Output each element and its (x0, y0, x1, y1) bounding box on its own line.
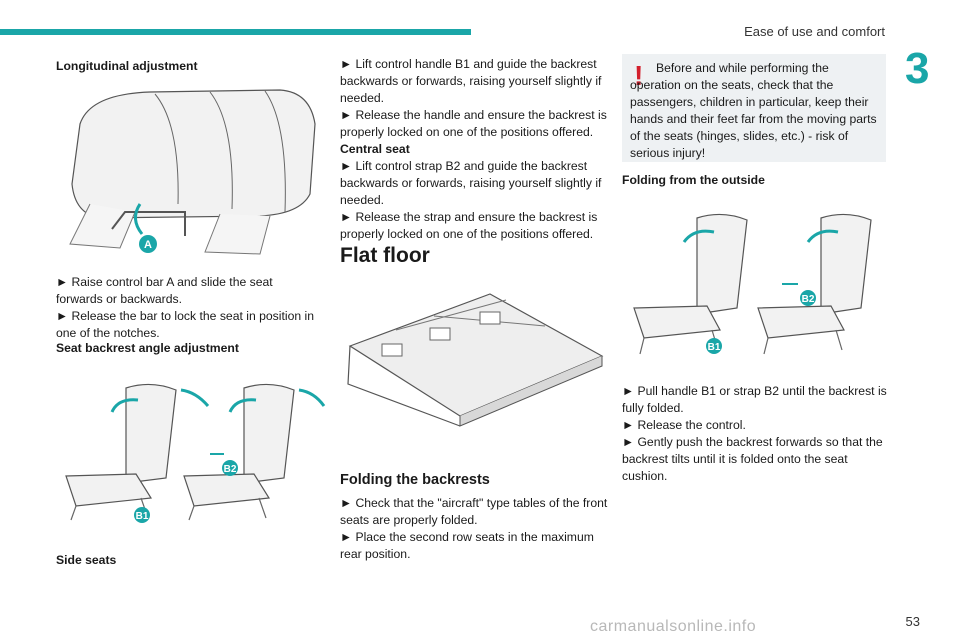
heading-longitudinal-adjustment: Longitudinal adjustment (56, 59, 198, 73)
warning-icon: ! (634, 60, 644, 91)
warning-text: Before and while performing the operatio… (630, 61, 877, 160)
col2-paragraph-5: ► Check that the "aircraft" type tables … (340, 496, 608, 527)
central-seat-heading: Central seat (340, 142, 410, 156)
folding-backrests-heading: Folding the backrests (340, 472, 490, 488)
longitudinal-adjustment-illustration: A (60, 84, 322, 256)
col2-paragraph-6: ► Place the second row seats in the maxi… (340, 530, 594, 561)
col3-paragraph-1: ► Pull handle B1 or strap B2 until the b… (622, 384, 887, 415)
folding-outside-illustration: B1 B2 (622, 208, 884, 360)
callout-b2-outside: B2 (802, 294, 815, 305)
side-seats-caption: Side seats (56, 553, 117, 567)
backrest-adjustment-illustration: B1 B2 (56, 378, 326, 526)
col2-paragraph-1: ► Lift control handle B1 and guide the b… (340, 57, 602, 105)
flat-floor-illustration (340, 286, 605, 436)
col3-paragraph-3: ► Gently push the backrest forwards so t… (622, 435, 883, 483)
col3-paragraph-2: ► Release the control. (622, 418, 746, 432)
warning-box: ! Before and while performing the operat… (622, 54, 886, 162)
chapter-number: 3 (905, 44, 930, 93)
col2-paragraph-2: ► Release the handle and ensure the back… (340, 108, 607, 139)
folding-outside-heading: Folding from the outside (622, 173, 765, 187)
section-title: Ease of use and comfort (744, 24, 885, 39)
callout-b1: B1 (136, 511, 149, 522)
header-accent-bar (0, 29, 471, 35)
callout-a: A (144, 239, 152, 251)
heading-backrest-angle: Seat backrest angle adjustment (56, 341, 239, 355)
col1-paragraph-1: ► Raise control bar A and slide the seat… (56, 275, 273, 306)
callout-b1-outside: B1 (708, 342, 721, 353)
col1-paragraph-2: ► Release the bar to lock the seat in po… (56, 309, 314, 340)
col2-paragraph-3: ► Lift control strap B2 and guide the ba… (340, 159, 602, 207)
callout-b2: B2 (224, 464, 237, 475)
col2-paragraph-4: ► Release the strap and ensure the backr… (340, 210, 598, 241)
flat-floor-heading: Flat floor (340, 244, 430, 267)
page-number: 53 (905, 614, 920, 629)
watermark: carmanualsonline.info (590, 618, 757, 635)
